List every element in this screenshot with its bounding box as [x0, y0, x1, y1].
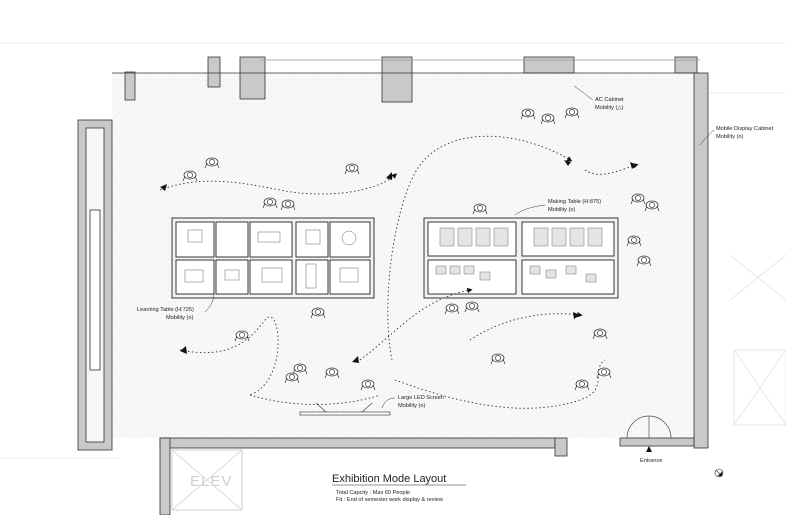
- mobile-display-cabinet-mobility: Mobility (o): [716, 134, 743, 140]
- capacity-text: Total Capcity : Max 60 People: [336, 490, 410, 496]
- learning-table-label: Learning Table (H:725): [137, 307, 194, 313]
- led-screen-label: Large LED Screen: [398, 395, 444, 401]
- elev-label: ELEV: [190, 473, 232, 490]
- mobile-display-cabinet-label: Mobile Display Cabinet: [716, 126, 774, 132]
- flow-arrow-icon: [160, 160, 637, 363]
- page-title: Exhibition Mode Layout: [332, 473, 446, 485]
- led-screen-mobility: Mobility (o): [398, 403, 425, 409]
- making-table-mobility: Mobility (o): [548, 207, 575, 213]
- annotations: AC Cabinet Mobility (△) Mobile Display C…: [137, 97, 774, 409]
- ac-cabinet-mobility: Mobility (△): [595, 105, 624, 111]
- ac-cabinet-label: AC Cabinet: [595, 97, 624, 103]
- title-block: Exhibition Mode Layout Total Capcity : M…: [332, 473, 466, 503]
- circulation-paths: [159, 135, 639, 409]
- north-arrow-icon: [714, 468, 724, 478]
- making-table-label: Making Table (H:875): [548, 199, 601, 205]
- learning-table-mobility: Mobility (o): [166, 315, 193, 321]
- grid-guides: [0, 42, 786, 459]
- leader-lines: [204, 85, 715, 409]
- entrance-label: Entrance: [640, 458, 662, 464]
- learning-table: [171, 217, 375, 299]
- walls: [77, 56, 709, 515]
- entrance-arrow-icon: [646, 446, 652, 452]
- elevator: ELEV: [171, 449, 243, 511]
- entrance-door[interactable]: [626, 415, 672, 439]
- making-table: [423, 217, 619, 299]
- fit-text: Fit : End of semester work display & rev…: [336, 497, 444, 503]
